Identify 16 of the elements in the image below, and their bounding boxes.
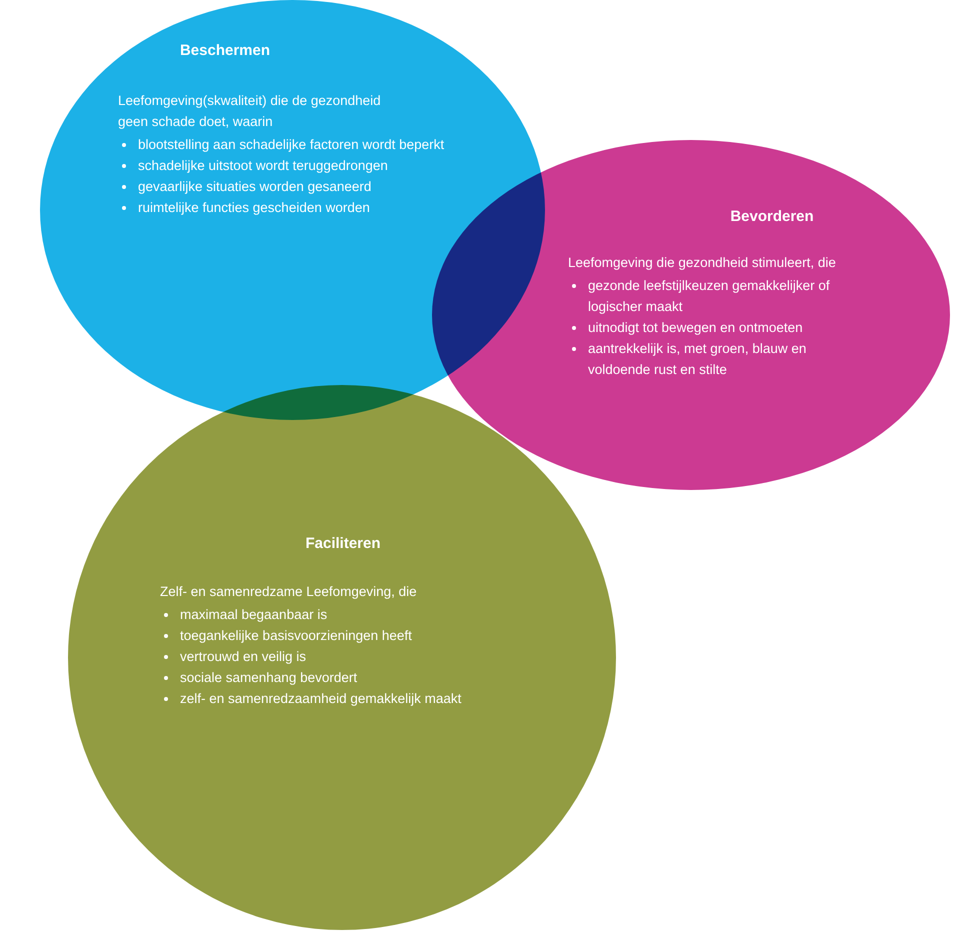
intro-text: Zelf- en samenredzame Leefomgeving, die <box>160 583 418 601</box>
bullet-text: sociale samenhang bevordert <box>180 669 358 687</box>
bullet-text: aantrekkelijk is, met groen, blauw en voldoende rust en stilte <box>588 340 808 379</box>
bullet-text: zelf- en samenredzaamheid gemakkelijk maakt <box>180 690 462 708</box>
section-heading: Bevorderen <box>729 207 815 227</box>
bullet-text: maximaal begaanbaar is <box>180 606 328 624</box>
bullet-text: schadelijke uitstoot wordt teruggedrongen <box>138 157 388 175</box>
bullet-text: blootstelling aan schadelijke factoren wordt beperkt <box>138 136 444 154</box>
section-heading: Beschermen <box>178 41 272 61</box>
bullet-text: gevaarlijke situaties worden gesaneerd <box>138 178 372 196</box>
bullet-text: toegankelijke basisvoorzieningen heeft <box>180 627 412 645</box>
bullet-text: uitnodigt tot bewegen en ontmoeten <box>588 319 803 337</box>
bullet-text: ruimtelijke functies gescheiden worden <box>138 199 370 217</box>
section-heading: Faciliteren <box>304 534 382 554</box>
bullet-text: vertrouwd en veilig is <box>180 648 306 666</box>
intro-text: Leefomgeving die gezondheid stimuleert, die <box>568 254 837 272</box>
